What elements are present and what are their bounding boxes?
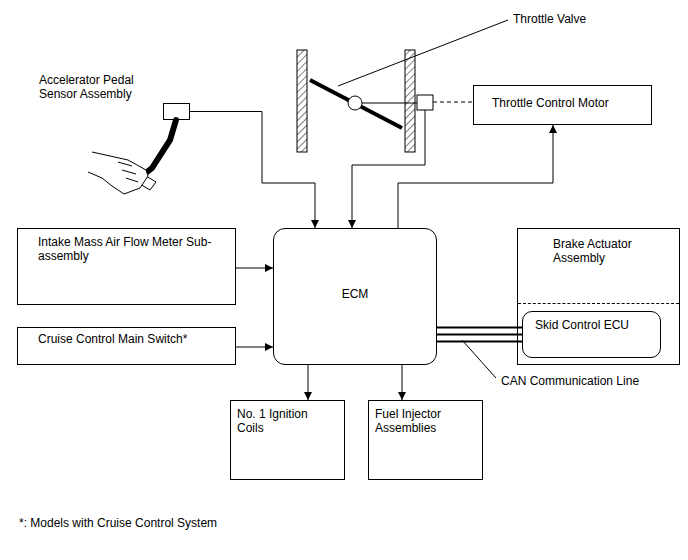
part-label: CAN Communication Line <box>500 374 640 388</box>
ecu-box: ECM <box>273 228 437 365</box>
box-label: Throttle Control Motor <box>492 96 645 110</box>
connector-path <box>402 365 403 400</box>
box-title: ECM <box>278 287 432 301</box>
box-label: Accelerator Pedal Sensor Assembly <box>39 73 157 102</box>
box-label: Skid Control ECU <box>535 318 654 332</box>
pedal-arm <box>142 120 176 176</box>
sensor-wire <box>352 110 425 228</box>
actuator-box: Throttle Control Motor <box>473 85 652 125</box>
throttle-position-sensor <box>417 95 433 110</box>
throttle-shaft <box>348 96 362 110</box>
signal-line <box>236 347 273 348</box>
can-bus-line <box>437 328 522 342</box>
leader-line <box>462 340 496 378</box>
connector-path <box>190 112 315 229</box>
box-label: No. 1 Ignition Coils <box>237 407 327 436</box>
signal-line <box>190 112 315 229</box>
connector-path <box>398 125 553 228</box>
connector-path <box>236 347 273 348</box>
switch-box: Cruise Control Main Switch* <box>17 327 236 365</box>
connector-path <box>437 334 522 336</box>
box-label: Cruise Control Main Switch* <box>38 332 229 346</box>
part-label: Throttle Valve <box>512 12 587 26</box>
leader-line <box>338 20 508 86</box>
sensor-box: Intake Mass Air Flow Meter Sub-assembly <box>17 228 236 305</box>
throttle-body-wall <box>297 50 307 152</box>
throttle-valve-plate <box>310 80 402 128</box>
signal-line <box>236 268 273 269</box>
connector-path <box>437 327 522 329</box>
actuator-box: Fuel Injector Assemblies <box>368 400 483 480</box>
signal-line <box>398 125 553 228</box>
foot-shoe <box>88 152 148 194</box>
connector-path <box>236 268 273 269</box>
footnote: *: Models with Cruise Control System <box>18 516 218 530</box>
connector-path <box>308 365 309 400</box>
signal-line <box>402 365 403 400</box>
motor-link-dashed <box>433 102 473 103</box>
assembly-box: Brake Actuator AssemblySkid Control ECU <box>517 228 680 365</box>
box-label: Brake Actuator Assembly <box>553 237 663 266</box>
throttle-shaft-line <box>362 103 417 104</box>
separator-line <box>518 303 679 304</box>
signal-line <box>308 365 309 400</box>
ecu-box: Skid Control ECU <box>522 311 661 358</box>
connector-path <box>437 341 522 343</box>
shoe-laces <box>118 162 138 182</box>
actuator-box: No. 1 Ignition Coils <box>230 400 345 480</box>
throttle-body-wall <box>405 50 415 152</box>
box-label: Fuel Injector Assemblies <box>375 407 465 436</box>
sensor-box: Accelerator Pedal Sensor Assembly <box>163 103 190 120</box>
box-label: Intake Mass Air Flow Meter Sub-assembly <box>38 235 228 264</box>
